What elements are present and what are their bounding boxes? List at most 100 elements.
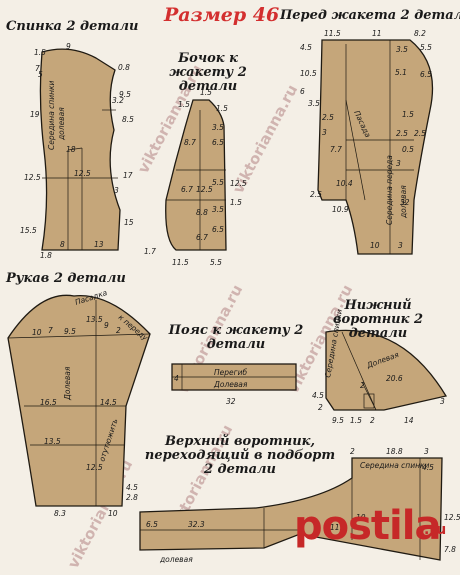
svg-text:4.5: 4.5 xyxy=(422,463,434,472)
svg-text:14.5: 14.5 xyxy=(100,398,117,407)
under-collar-title: Нижний воротник 2 детали xyxy=(332,298,424,341)
svg-text:6.7: 6.7 xyxy=(196,233,208,242)
svg-text:1.5: 1.5 xyxy=(34,48,46,57)
svg-text:долевая: долевая xyxy=(57,107,66,141)
svg-text:9: 9 xyxy=(66,42,71,51)
svg-text:3: 3 xyxy=(424,447,429,456)
belt-title: Пояс к жакету 2 детали xyxy=(168,323,304,352)
svg-text:8.8: 8.8 xyxy=(196,208,208,217)
svg-text:долевая: долевая xyxy=(159,555,193,564)
svg-text:3.5: 3.5 xyxy=(308,99,320,108)
svg-text:3.2: 3.2 xyxy=(112,96,124,105)
svg-text:1.5: 1.5 xyxy=(230,198,242,207)
svg-text:13: 13 xyxy=(94,240,104,249)
svg-text:15: 15 xyxy=(124,218,134,227)
svg-text:4.5: 4.5 xyxy=(312,391,324,400)
svg-text:0.5: 0.5 xyxy=(402,145,414,154)
svg-text:16.5: 16.5 xyxy=(40,398,57,407)
svg-text:13.5: 13.5 xyxy=(86,315,103,324)
svg-text:32: 32 xyxy=(226,397,236,406)
svg-text:2: 2 xyxy=(370,416,375,425)
svg-text:8.3: 8.3 xyxy=(54,509,66,518)
svg-text:12.5: 12.5 xyxy=(444,513,460,522)
postila-logo: postila xyxy=(294,503,441,549)
svg-text:15.5: 15.5 xyxy=(20,226,37,235)
svg-text:4.5: 4.5 xyxy=(300,43,312,52)
svg-text:5.1: 5.1 xyxy=(395,68,407,77)
svg-text:Середина спинки: Середина спинки xyxy=(47,80,56,150)
svg-text:2: 2 xyxy=(360,381,365,390)
svg-text:7: 7 xyxy=(48,326,53,335)
svg-text:Перегиб: Перегиб xyxy=(214,368,247,377)
svg-text:Середина спинки: Середина спинки xyxy=(360,461,430,470)
svg-text:32.3: 32.3 xyxy=(188,520,205,529)
svg-text:7.8: 7.8 xyxy=(444,545,456,554)
svg-text:2.8: 2.8 xyxy=(126,493,138,502)
svg-text:10: 10 xyxy=(356,513,366,522)
svg-text:6.5: 6.5 xyxy=(420,70,432,79)
postila-tld: .ru xyxy=(424,522,447,538)
svg-text:2.5: 2.5 xyxy=(310,190,322,199)
svg-text:3.5: 3.5 xyxy=(396,45,408,54)
svg-text:10.5: 10.5 xyxy=(300,69,317,78)
svg-text:3: 3 xyxy=(322,128,327,137)
svg-text:10: 10 xyxy=(370,241,380,250)
svg-text:6.5: 6.5 xyxy=(212,225,224,234)
svg-text:32: 32 xyxy=(400,198,410,207)
svg-text:2: 2 xyxy=(318,403,323,412)
svg-text:9.5: 9.5 xyxy=(64,327,76,336)
svg-text:6.5: 6.5 xyxy=(212,138,224,147)
svg-text:3: 3 xyxy=(114,186,119,195)
svg-text:8.5: 8.5 xyxy=(122,115,134,124)
svg-text:9.5: 9.5 xyxy=(332,416,344,425)
svg-text:3: 3 xyxy=(396,159,401,168)
back-title: Спинка 2 детали xyxy=(6,19,139,34)
svg-text:12.5: 12.5 xyxy=(86,463,103,472)
size-title: Размер 46 xyxy=(164,4,280,26)
svg-text:5: 5 xyxy=(38,70,43,79)
svg-text:3.5: 3.5 xyxy=(212,123,224,132)
svg-text:6.7: 6.7 xyxy=(181,185,193,194)
svg-text:17: 17 xyxy=(123,171,133,180)
svg-text:Долевая: Долевая xyxy=(213,380,248,389)
svg-text:2.5: 2.5 xyxy=(414,129,426,138)
svg-text:14: 14 xyxy=(404,416,414,425)
svg-text:1.5: 1.5 xyxy=(200,88,212,97)
svg-text:2.5: 2.5 xyxy=(322,113,334,122)
svg-text:8.2: 8.2 xyxy=(414,29,426,38)
upper-collar-title: Верхний воротник, переходящий в подборт … xyxy=(144,434,336,477)
svg-text:4: 4 xyxy=(174,374,179,383)
svg-text:Долевая: Долевая xyxy=(63,366,72,401)
svg-text:1.5: 1.5 xyxy=(350,416,362,425)
svg-text:0.8: 0.8 xyxy=(118,63,130,72)
svg-text:3.5: 3.5 xyxy=(212,205,224,214)
side-title: Бочок к жакету 2 детали xyxy=(169,51,247,94)
svg-text:1.5: 1.5 xyxy=(402,110,414,119)
svg-text:5.5: 5.5 xyxy=(212,178,224,187)
svg-text:7: 7 xyxy=(35,64,40,73)
svg-text:11.5: 11.5 xyxy=(330,523,347,532)
svg-text:1.5: 1.5 xyxy=(178,100,190,109)
svg-text:12.5: 12.5 xyxy=(230,179,247,188)
front-title: Перед жакета 2 детали xyxy=(280,8,460,23)
svg-text:18.8: 18.8 xyxy=(386,447,403,456)
svg-text:11: 11 xyxy=(372,29,382,38)
svg-text:10.4: 10.4 xyxy=(336,179,353,188)
belt-piece: Перегиб Долевая 32 4 xyxy=(171,363,297,406)
svg-text:6.5: 6.5 xyxy=(146,520,158,529)
svg-text:7.7: 7.7 xyxy=(330,145,342,154)
svg-text:10: 10 xyxy=(108,509,118,518)
svg-text:10: 10 xyxy=(32,328,42,337)
svg-text:12.5: 12.5 xyxy=(74,169,91,178)
svg-text:5.5: 5.5 xyxy=(210,258,222,267)
svg-text:13.5: 13.5 xyxy=(44,437,61,446)
svg-text:1.5: 1.5 xyxy=(216,104,228,113)
svg-text:1.8: 1.8 xyxy=(40,251,52,260)
sleeve-title: Рукав 2 детали xyxy=(6,271,126,286)
svg-text:5.5: 5.5 xyxy=(420,43,432,52)
svg-text:8: 8 xyxy=(60,240,65,249)
